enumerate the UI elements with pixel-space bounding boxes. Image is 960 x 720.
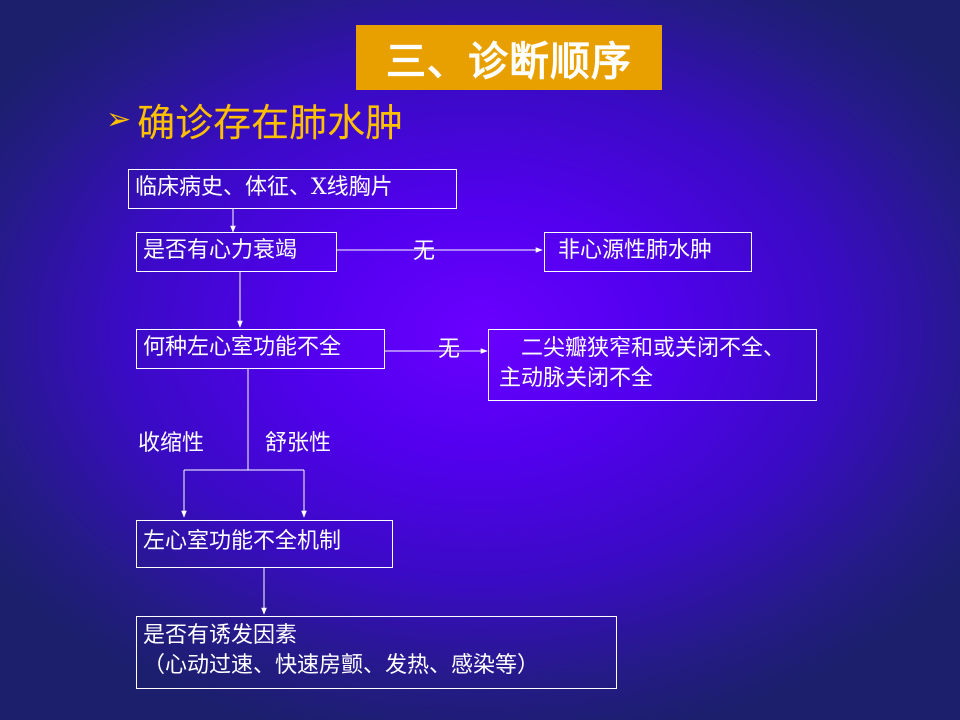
branch2-label: 无: [438, 337, 461, 362]
flow-step1-text: 临床病史、体征、X线胸片: [135, 175, 393, 200]
flow-box-step5: 是否有诱发因素 （心动过速、快速房颤、发热、感染等）: [136, 616, 617, 689]
flow-step4-text: 左心室功能不全机制: [143, 529, 342, 554]
flow-box-step2: 是否有心力衰竭: [136, 232, 337, 272]
flow-box-step4: 左心室功能不全机制: [136, 520, 393, 568]
subtitle: 确诊存在肺水肿: [137, 100, 404, 145]
subtitle-row: ➢ 确诊存在肺水肿: [106, 93, 403, 145]
branch1-result-text: 非心源性肺水肿: [558, 238, 713, 263]
step5-line2: （心动过速、快速房颤、发热、感染等）: [143, 653, 540, 678]
branch2-result-line1: 二尖瓣狭窄和或关闭不全、: [499, 336, 786, 361]
branch1-label: 无: [413, 239, 436, 264]
type-diastolic-label: 舒张性: [265, 431, 332, 456]
flow-box-branch2: 二尖瓣狭窄和或关闭不全、 主动脉关闭不全: [488, 329, 817, 401]
flow-box-branch1: 非心源性肺水肿: [544, 232, 752, 272]
flow-step3-text: 何种左心室功能不全: [143, 335, 342, 360]
slide-title-banner: 三、诊断顺序: [356, 25, 662, 90]
slide-title: 三、诊断顺序: [386, 38, 632, 85]
flow-step2-text: 是否有心力衰竭: [143, 238, 298, 263]
branch2-result-line2: 主动脉关闭不全: [499, 366, 654, 391]
flow-box-step3: 何种左心室功能不全: [136, 329, 385, 369]
type-systolic-label: 收缩性: [138, 431, 205, 456]
step5-line1: 是否有诱发因素: [143, 623, 298, 648]
flow-box-step1: 临床病史、体征、X线胸片: [128, 169, 457, 209]
arrow-bullet-icon: ➢: [106, 101, 132, 137]
